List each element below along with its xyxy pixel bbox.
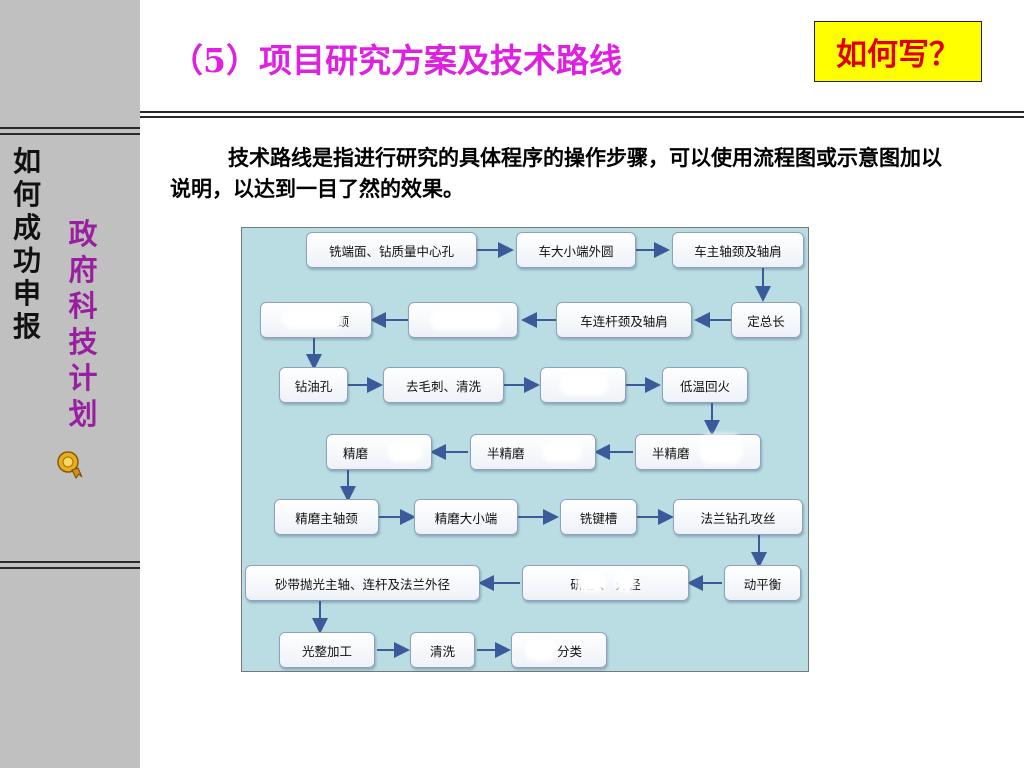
flow-step: 去毛刺、清洗	[383, 367, 504, 403]
page-title: （5）项目研究方案及技术路线	[170, 41, 622, 80]
sidebar-char: 申	[12, 277, 41, 310]
medal-icon	[57, 451, 83, 479]
flow-step: 低温回火	[662, 367, 748, 403]
header-divider	[140, 111, 1024, 113]
flow-step: 车主轴颈及轴肩	[672, 232, 804, 268]
sidebar-char: 何	[12, 178, 41, 211]
sidebar-char: 报	[12, 310, 41, 343]
flow-step: 车连杆颈及轴肩	[556, 302, 692, 338]
sidebar-char: 如	[12, 145, 41, 178]
sidebar-divider-bottom	[0, 561, 140, 563]
redaction-blob	[560, 374, 608, 396]
flow-step: 铣键槽	[560, 499, 637, 535]
sidebar-char: 计	[68, 361, 98, 395]
sidebar-char: 划	[68, 397, 98, 431]
flow-step: 铣端面、钻质量中心孔	[306, 232, 477, 268]
flow-step: 精磨主轴颈	[274, 499, 379, 535]
flow-step: 动平衡	[724, 565, 801, 601]
sidebar-char: 技	[68, 325, 98, 359]
flow-step: 法兰钻孔攻丝	[673, 499, 803, 535]
redaction-blob	[700, 434, 742, 464]
redaction-blob	[388, 442, 422, 462]
sidebar-divider-top	[0, 127, 140, 129]
flow-arrows	[306, 242, 771, 658]
sidebar-divider-bottom-2	[0, 567, 140, 569]
flow-step: 精磨大小端	[414, 499, 518, 535]
sidebar-vertical-text-primary: 如 何 成 功 申 报	[10, 145, 44, 343]
how-to-write-label: 如何写？	[836, 37, 960, 73]
flow-diagram: 铣端面、钻质量中心孔 车大小端外圆 车主轴颈及轴肩 颈 车连杆颈及轴肩 定总长 …	[241, 227, 809, 672]
flow-step: 定总长	[731, 302, 801, 338]
flow-step: 清洗	[410, 632, 475, 668]
description-paragraph: 技术路线是指进行研究的具体程序的操作步骤，可以使用流程图或示意图加以说明，以达到…	[170, 145, 942, 201]
sidebar-divider-top-2	[0, 133, 140, 135]
sidebar-char: 府	[68, 253, 98, 287]
flow-step: 车大小端外圆	[516, 232, 636, 268]
flow-step: 钻油孔	[279, 367, 348, 403]
header-divider-2	[140, 116, 1024, 118]
redaction-blob	[614, 572, 636, 592]
sidebar-vertical-text-secondary: 政 府 科 技 计 划	[66, 216, 100, 432]
flow-step: 半精磨	[635, 434, 761, 470]
redaction-blob	[576, 572, 606, 592]
sidebar-char: 功	[12, 244, 41, 277]
redaction-blob	[542, 440, 582, 462]
how-to-write-box: 如何写？	[814, 21, 982, 82]
redaction-blob	[430, 310, 502, 330]
sidebar-char: 科	[68, 289, 98, 323]
redaction-blob	[282, 309, 344, 329]
redaction-blob	[525, 639, 557, 661]
sidebar-char: 成	[12, 211, 41, 244]
left-sidebar: 如 何 成 功 申 报 政 府 科 技 计 划	[0, 0, 140, 768]
sidebar-char: 政	[68, 217, 98, 251]
flow-step: 砂带抛光主轴、连杆及法兰外径	[245, 565, 480, 601]
flow-step: 光整加工	[279, 632, 375, 668]
